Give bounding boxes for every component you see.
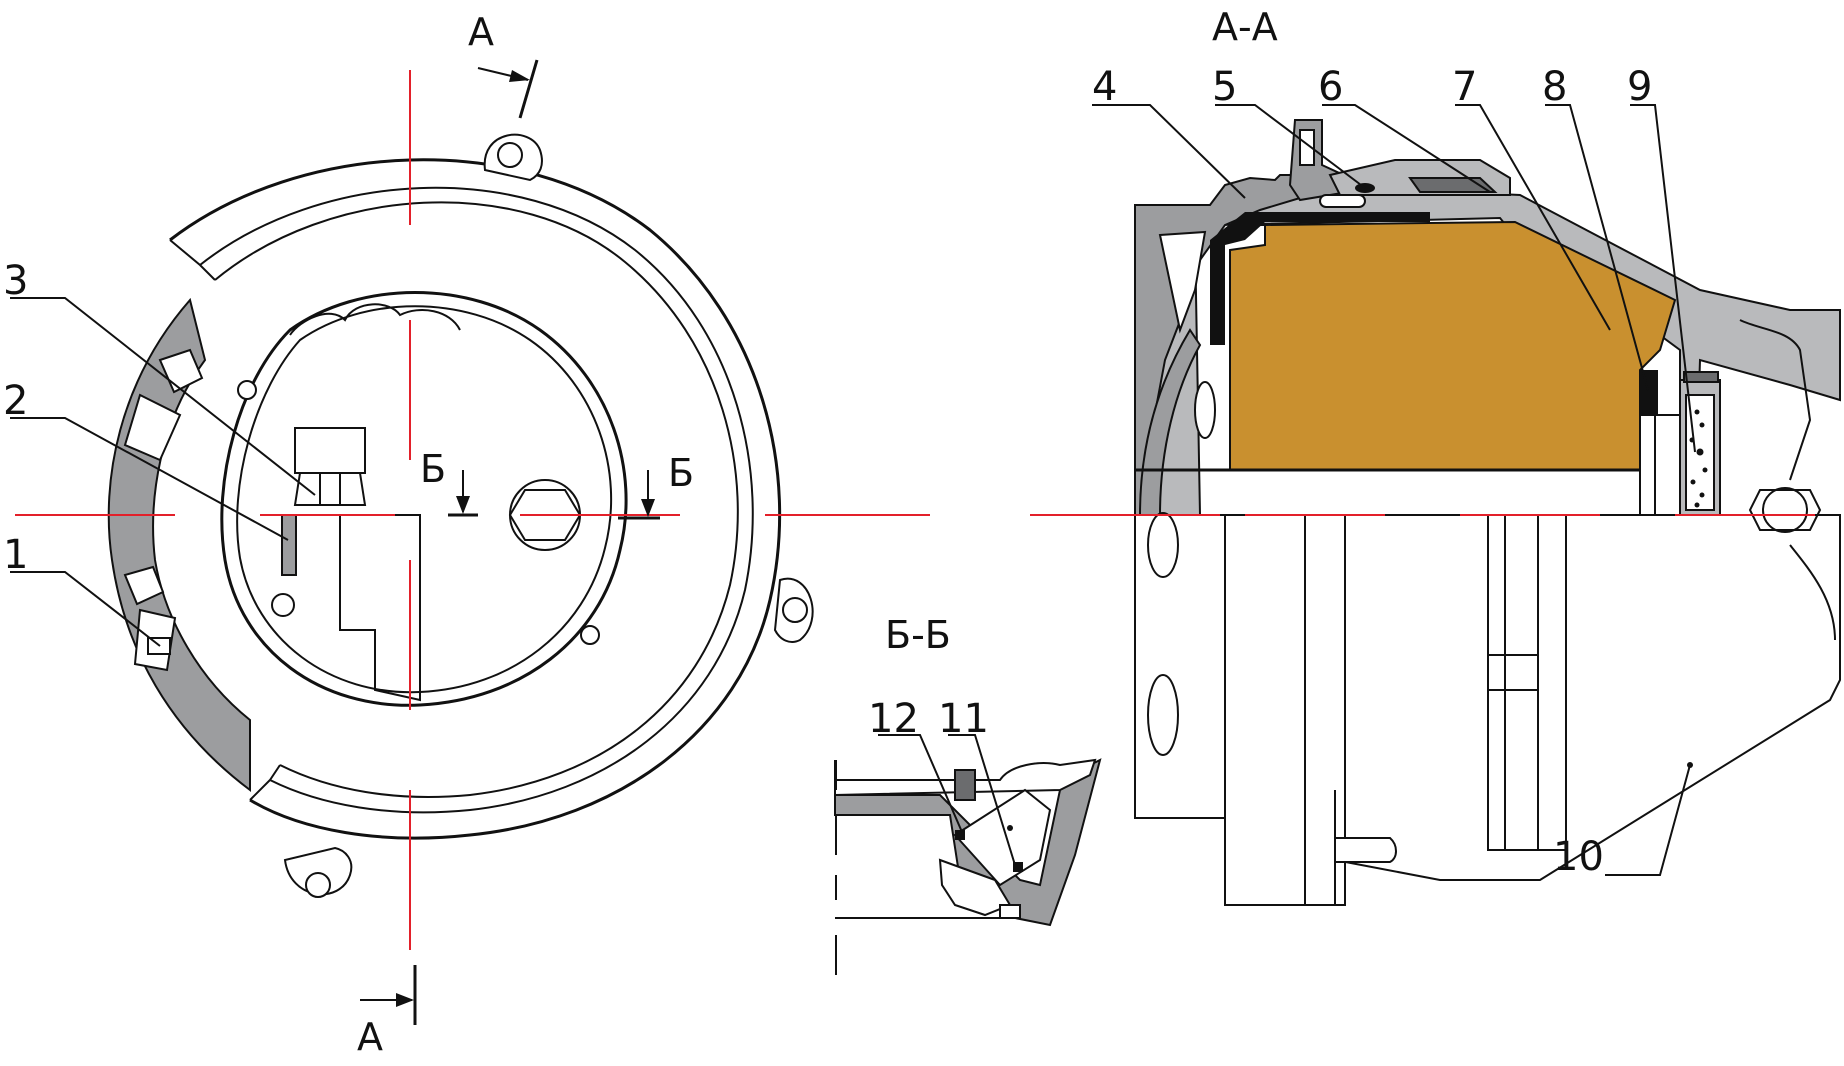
hub (1487, 514, 1539, 851)
web-hole-2 (1147, 674, 1179, 756)
end-cover-web (1158, 230, 1207, 334)
web-hole-1 (1147, 512, 1179, 578)
clip (1319, 194, 1366, 208)
callout-1: 1 (3, 532, 28, 578)
flange-cut-top (169, 239, 216, 281)
section-a-a (1030, 104, 1841, 906)
detail-seal-dot-2 (1013, 862, 1023, 872)
bolt-nut (293, 472, 367, 506)
detail-bolt-head (938, 858, 1012, 917)
inner-bore-inner (236, 305, 613, 694)
callout-6: 6 (1318, 64, 1343, 110)
central-slot (339, 514, 421, 702)
cut-b-left-letter: Б (420, 447, 446, 491)
top-plate-dark (1408, 177, 1498, 193)
push-rod (1639, 414, 1681, 516)
lug-bottom (283, 846, 353, 898)
callout-4: 4 (1092, 64, 1117, 110)
flange-ring-2 (199, 186, 754, 814)
detail-washer (954, 769, 976, 801)
inner-bore-outer (220, 291, 628, 707)
section-a-a-title: А-А (1212, 5, 1278, 49)
cut-a-top-line (518, 59, 539, 119)
callout-11: 11 (938, 696, 989, 742)
callout-10: 10 (1553, 834, 1604, 880)
lug-right (773, 577, 814, 643)
wall-bolt-lower (123, 565, 165, 606)
locking-tab (281, 514, 297, 576)
detail-top-plate (834, 758, 1097, 797)
callout-9: 9 (1627, 64, 1652, 110)
hub-right (1537, 514, 1567, 851)
web-hole-3 (1194, 381, 1216, 439)
cut-a-bottom-letter: А (357, 1015, 383, 1059)
front-view (10, 59, 930, 1025)
pin (1334, 837, 1397, 863)
callout-8: 8 (1542, 64, 1567, 110)
cut-b-right-letter: Б (668, 451, 694, 495)
flange-outer (169, 158, 782, 840)
bracket-slot (1299, 129, 1315, 166)
detail-nut (953, 788, 1052, 887)
inner-boss (289, 303, 461, 336)
flange-cut-bottom (249, 764, 281, 801)
section-b-b-title: Б-Б (885, 613, 951, 657)
hole-right (580, 625, 600, 645)
callout-12: 12 (868, 696, 919, 742)
callout-2: 2 (3, 378, 28, 424)
lug-top (483, 133, 543, 182)
hole-lower (271, 593, 295, 617)
callout-7: 7 (1452, 64, 1477, 110)
insulation-strip (1210, 212, 1430, 345)
hole-left (237, 380, 257, 400)
bolt-head (294, 427, 366, 474)
callout-3: 3 (3, 258, 28, 304)
detail-seal-dot-1 (955, 830, 965, 840)
section-b-b (834, 734, 1102, 975)
cut-a-top-letter: А (468, 10, 494, 54)
callout-5: 5 (1212, 64, 1237, 110)
detail-base-step (999, 904, 1021, 919)
shoe-plate (1640, 370, 1658, 415)
flange-ring-3 (214, 201, 739, 798)
wall-bolt-upper-body (123, 393, 182, 462)
bleed-nut (1762, 487, 1808, 533)
